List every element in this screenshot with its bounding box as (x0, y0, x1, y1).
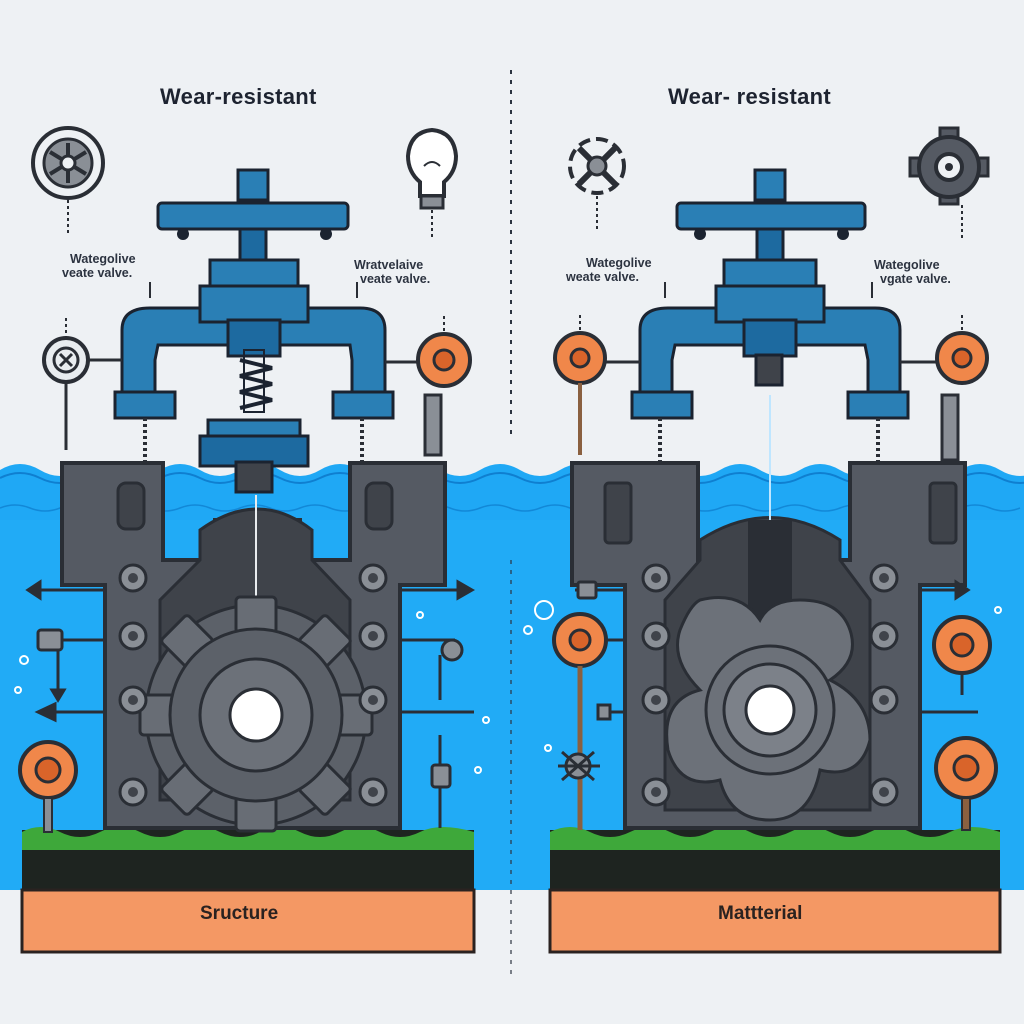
right-callout-a: Wategolive weate valve. (566, 256, 652, 284)
wheel-icon (31, 126, 105, 200)
left-panel-title: Wear-resistant (160, 84, 317, 109)
orange-knob-icon (900, 331, 989, 462)
right-callout-b-line1: Wategolive (874, 258, 940, 272)
left-callout-b-line1: Wratvelaive (354, 258, 424, 272)
right-base-label: Mattterial (718, 903, 803, 924)
orange-knob-icon (553, 331, 640, 455)
right-callout-a-line2: weate valve. (566, 270, 639, 284)
orange-knob-icon (18, 740, 78, 833)
valve-wheel-icon (558, 750, 600, 782)
right-callout-b: Wategolive vgate valve. (874, 258, 951, 286)
orange-knob-icon (552, 612, 625, 830)
right-panel-title: Wear- resistant (668, 84, 832, 109)
orange-knob-icon (932, 615, 992, 695)
lightbulb-icon (405, 127, 459, 210)
valve-wheel-icon (568, 137, 626, 195)
left-callout-a: Wategolive veate valve. (62, 252, 136, 280)
right-callout-a-line1: Wategolive (586, 256, 652, 270)
left-base-label: Sructure (200, 903, 279, 924)
right-callout-b-line2: vgate valve. (880, 272, 951, 286)
right-valve-illustration (523, 126, 1002, 954)
orange-knob-icon (385, 332, 472, 457)
left-callout-a-line2: veate valve. (62, 266, 133, 280)
left-callout-b-line2: veate valve. (360, 272, 431, 286)
pressure-gauge-icon (42, 336, 122, 450)
left-callout-a-line1: Wategolive (70, 252, 136, 266)
left-callout-b: Wratvelaive veate valve. (354, 258, 430, 286)
gear-icon (908, 126, 990, 206)
left-valve-illustration (14, 126, 490, 954)
orange-knob-icon (934, 736, 998, 831)
